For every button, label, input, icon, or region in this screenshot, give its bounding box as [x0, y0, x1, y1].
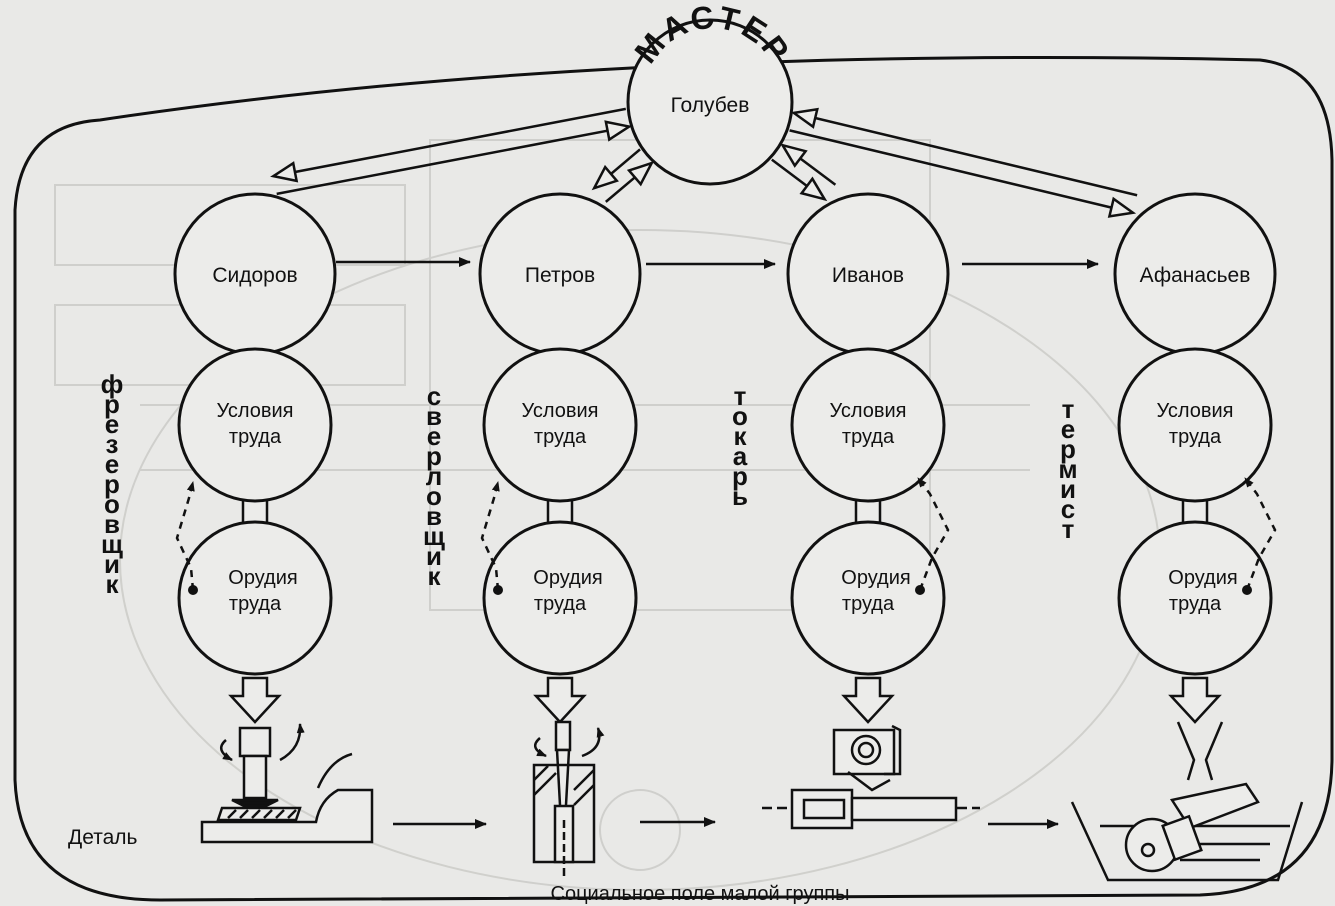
worker-name: Афанасьев [1140, 264, 1251, 287]
milling-machine-icon [200, 723, 374, 844]
output-arrow [1168, 676, 1222, 724]
output-arrow [533, 676, 587, 724]
master-link-2 [605, 160, 655, 203]
workflow-arrows [336, 257, 1099, 269]
master-link-2 [591, 148, 641, 191]
social-field-boundary [13, 56, 1334, 902]
detail-flow-arrows [393, 817, 1059, 829]
feedback-arrow [1244, 477, 1277, 591]
tools-circle [482, 520, 638, 676]
master-link-3 [771, 158, 828, 202]
conditions-circle [482, 347, 638, 503]
feedback-arrow [480, 481, 500, 591]
master-link-3 [779, 143, 837, 186]
master-links [270, 107, 1138, 218]
master-link-1 [270, 107, 627, 183]
output-arrow [228, 676, 282, 724]
drilling-machine-icon [532, 720, 605, 878]
lathe-machine-icon [762, 724, 980, 830]
output-arrow [841, 676, 895, 724]
worker-name: Петров [525, 264, 595, 287]
worker-name: Иванов [832, 264, 904, 287]
conditions-circle [177, 347, 333, 503]
conditions-circle [1117, 347, 1273, 503]
master-link-1 [276, 120, 633, 196]
master-link-4 [790, 107, 1138, 197]
feedback-arrow [175, 481, 195, 591]
conditions-circle [790, 347, 946, 503]
feedback-arrow [917, 477, 950, 591]
master-link-4 [789, 129, 1137, 218]
master-name: Голубев [671, 94, 750, 117]
detail-label: Деталь [68, 826, 138, 849]
tools-circle [1117, 520, 1273, 676]
worker-name: Сидоров [212, 264, 297, 287]
tools-circle [790, 520, 946, 676]
heat-treatment-bath-icon [1070, 721, 1304, 882]
tools-circle [177, 520, 333, 676]
social-field-caption: Социальное поле малой группы [551, 883, 850, 905]
